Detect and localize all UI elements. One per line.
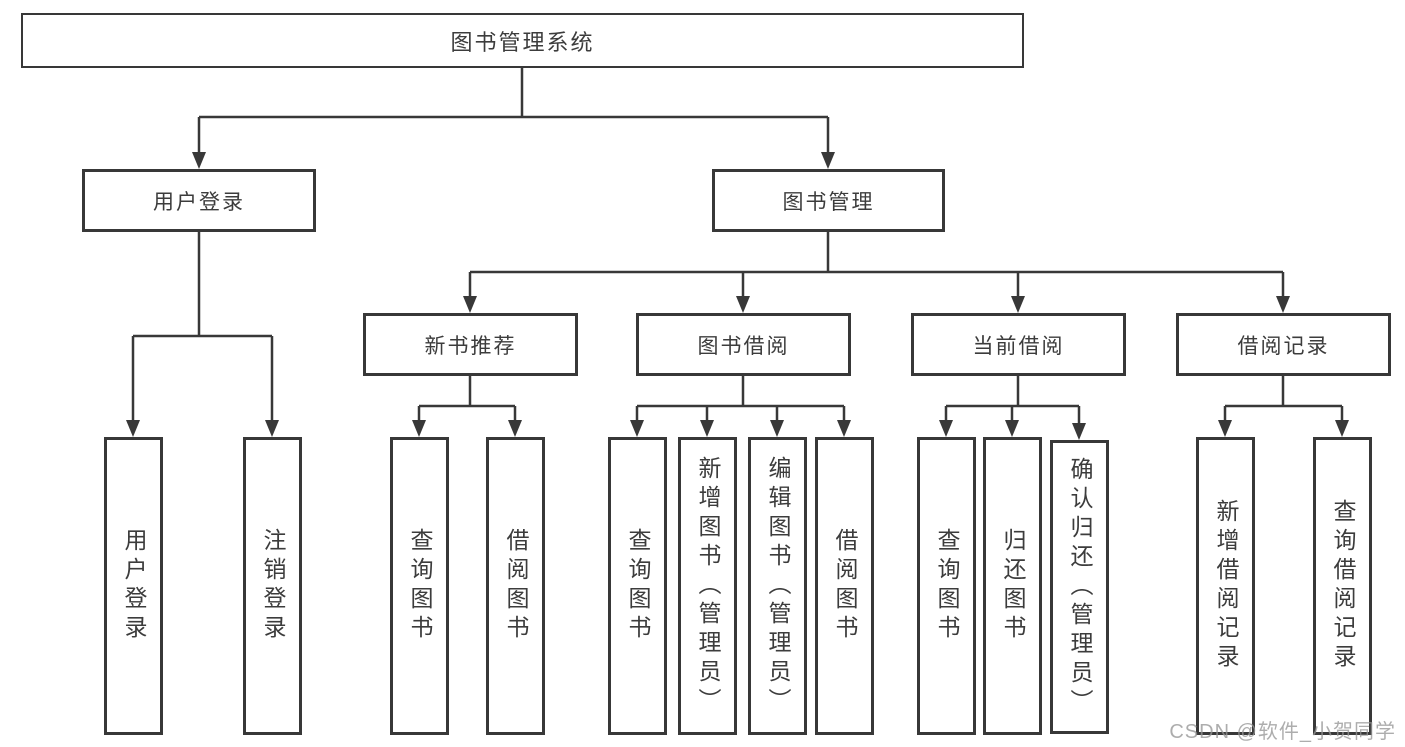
- leaf-cb-return-books: 归还图书: [983, 437, 1042, 735]
- node-library-system: 图书管理系统: [21, 13, 1024, 68]
- leaf-label: 确认归还（管理员）: [1067, 456, 1093, 718]
- leaf-label: 编辑图书（管理员）: [765, 455, 791, 717]
- leaf-label: 新增借阅记录: [1213, 499, 1239, 673]
- connector-current-borrowing: [944, 376, 1081, 425]
- node-book-borrowing: 图书借阅: [636, 313, 851, 376]
- connector-book-management: [468, 232, 1285, 298]
- leaf-label: 查询图书: [625, 528, 651, 644]
- leaf-bb-edit-books-admin: 编辑图书（管理员）: [748, 437, 807, 735]
- leaf-bb-query-books: 查询图书: [608, 437, 667, 735]
- leaf-bb-borrow-books: 借阅图书: [815, 437, 874, 735]
- leaf-label: 用户登录: [121, 528, 147, 644]
- leaf-br-add-record: 新增借阅记录: [1196, 437, 1255, 735]
- node-book-management: 图书管理: [712, 169, 945, 232]
- connector-book-borrowing: [635, 376, 846, 422]
- node-new-book-recommend: 新书推荐: [363, 313, 578, 376]
- node-borrowing-records: 借阅记录: [1176, 313, 1391, 376]
- leaf-label: 查询图书: [934, 528, 960, 644]
- connector-borrowing-records: [1223, 376, 1344, 422]
- node-current-borrowing: 当前借阅: [911, 313, 1126, 376]
- leaf-label: 归还图书: [1000, 528, 1026, 644]
- leaf-label: 注销登录: [260, 528, 286, 644]
- node-label: 借阅记录: [1237, 334, 1330, 358]
- node-label: 图书管理系统: [450, 29, 595, 55]
- node-label: 新书推荐: [424, 334, 517, 358]
- leaf-user-login: 用户登录: [104, 437, 163, 735]
- leaf-label: 查询借阅记录: [1330, 499, 1356, 673]
- node-user-login: 用户登录: [82, 169, 316, 232]
- leaf-label: 新增图书（管理员）: [695, 455, 721, 717]
- leaf-cb-query-books: 查询图书: [917, 437, 976, 735]
- arrowheads: [126, 152, 1349, 440]
- leaf-nbr-query-books: 查询图书: [390, 437, 449, 735]
- connector-user-login: [131, 232, 274, 422]
- leaf-br-query-record: 查询借阅记录: [1313, 437, 1372, 735]
- leaf-bb-add-books-admin: 新增图书（管理员）: [678, 437, 737, 735]
- connector-root: [197, 68, 830, 154]
- leaf-label: 借阅图书: [832, 528, 858, 644]
- connector-new-book-recommend: [417, 376, 517, 422]
- leaf-label: 借阅图书: [503, 528, 529, 644]
- leaf-label: 查询图书: [407, 528, 433, 644]
- node-label: 图书管理: [782, 190, 875, 214]
- leaf-logout: 注销登录: [243, 437, 302, 735]
- node-label: 用户登录: [153, 190, 245, 214]
- node-label: 当前借阅: [972, 334, 1065, 358]
- leaf-nbr-borrow-books: 借阅图书: [486, 437, 545, 735]
- node-label: 图书借阅: [697, 334, 790, 358]
- watermark-csdn: CSDN @软件_小贺同学: [1169, 721, 1396, 743]
- leaf-cb-confirm-return-admin: 确认归还（管理员）: [1050, 440, 1109, 734]
